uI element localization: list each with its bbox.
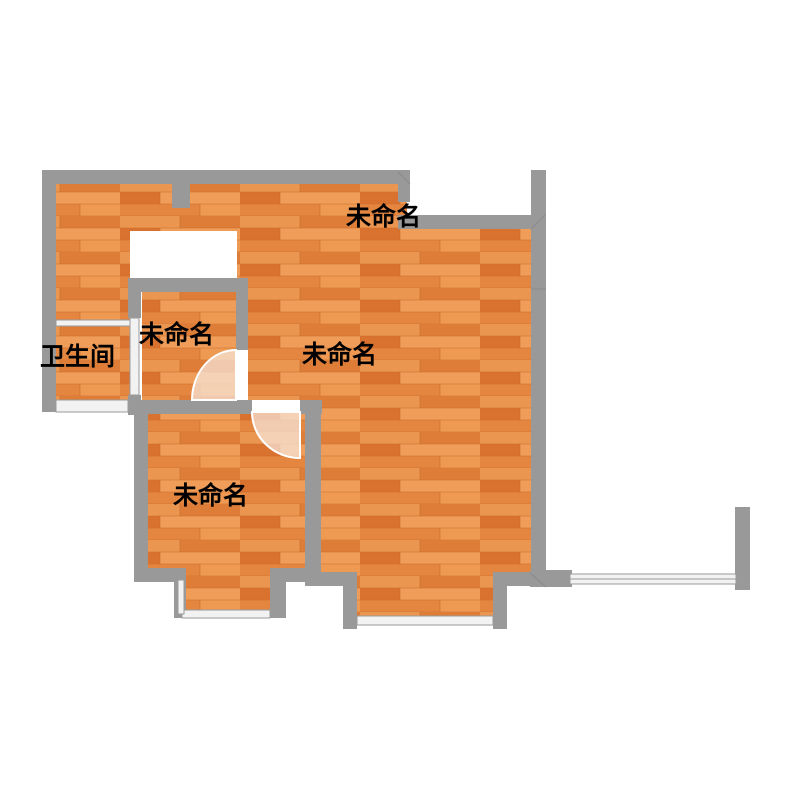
room-label-lower-left: 未命名 xyxy=(173,481,248,510)
door-small-room-swing xyxy=(190,348,237,401)
door-lower-left-leaf xyxy=(252,400,300,412)
wall-seams xyxy=(397,171,547,588)
room-label-main: 未命名 xyxy=(302,340,377,369)
wall-lower-left-left xyxy=(134,400,148,582)
floors xyxy=(55,183,533,617)
wall-small-room-bottom xyxy=(134,400,252,414)
window-bathroom-left xyxy=(55,319,131,327)
wall-small-room-right xyxy=(236,278,248,350)
floor-main-room xyxy=(237,231,533,401)
window-lower-left-bay-side xyxy=(177,579,185,615)
wall-small-room-left-upper xyxy=(128,278,141,318)
wall-bay-right-side xyxy=(270,580,286,618)
wall-lower-left-bottom xyxy=(134,568,186,582)
window-small-room-left xyxy=(129,317,140,396)
wall-balcony-post xyxy=(735,507,750,590)
room-label-small: 未命名 xyxy=(139,320,214,349)
floor-main-room-lower xyxy=(317,401,533,573)
floor-top-right xyxy=(407,228,532,233)
wall-top xyxy=(42,170,410,184)
wall-left-outer xyxy=(42,170,56,412)
wall-top-step xyxy=(398,184,410,202)
wall-top-stub xyxy=(172,184,190,208)
door-lower-left-swing xyxy=(250,411,301,460)
window-bathroom-bottom xyxy=(55,399,129,413)
wall-small-room-top xyxy=(128,278,244,292)
room-label-top: 未命名 xyxy=(346,202,421,231)
doors xyxy=(190,348,301,460)
wall-right-outer xyxy=(531,170,546,575)
floor-top xyxy=(55,183,407,231)
floor-bathroom xyxy=(55,231,130,404)
room-label-bathroom: 卫生间 xyxy=(40,342,115,371)
wall-main-bay-right xyxy=(493,580,507,629)
floor-lower-left-bay xyxy=(186,568,270,610)
window-lower-left-bay xyxy=(181,609,271,619)
wall-top-right xyxy=(398,215,545,229)
floor-main-bay xyxy=(357,573,493,617)
wall-lower-left-right xyxy=(305,400,321,580)
door-small-room-leaf xyxy=(236,350,248,400)
window-main-bay xyxy=(356,615,494,626)
wall-main-bay-left xyxy=(343,572,357,629)
room-labels: 卫生间 未命名 未命名 未命名 未命名 xyxy=(40,202,421,510)
